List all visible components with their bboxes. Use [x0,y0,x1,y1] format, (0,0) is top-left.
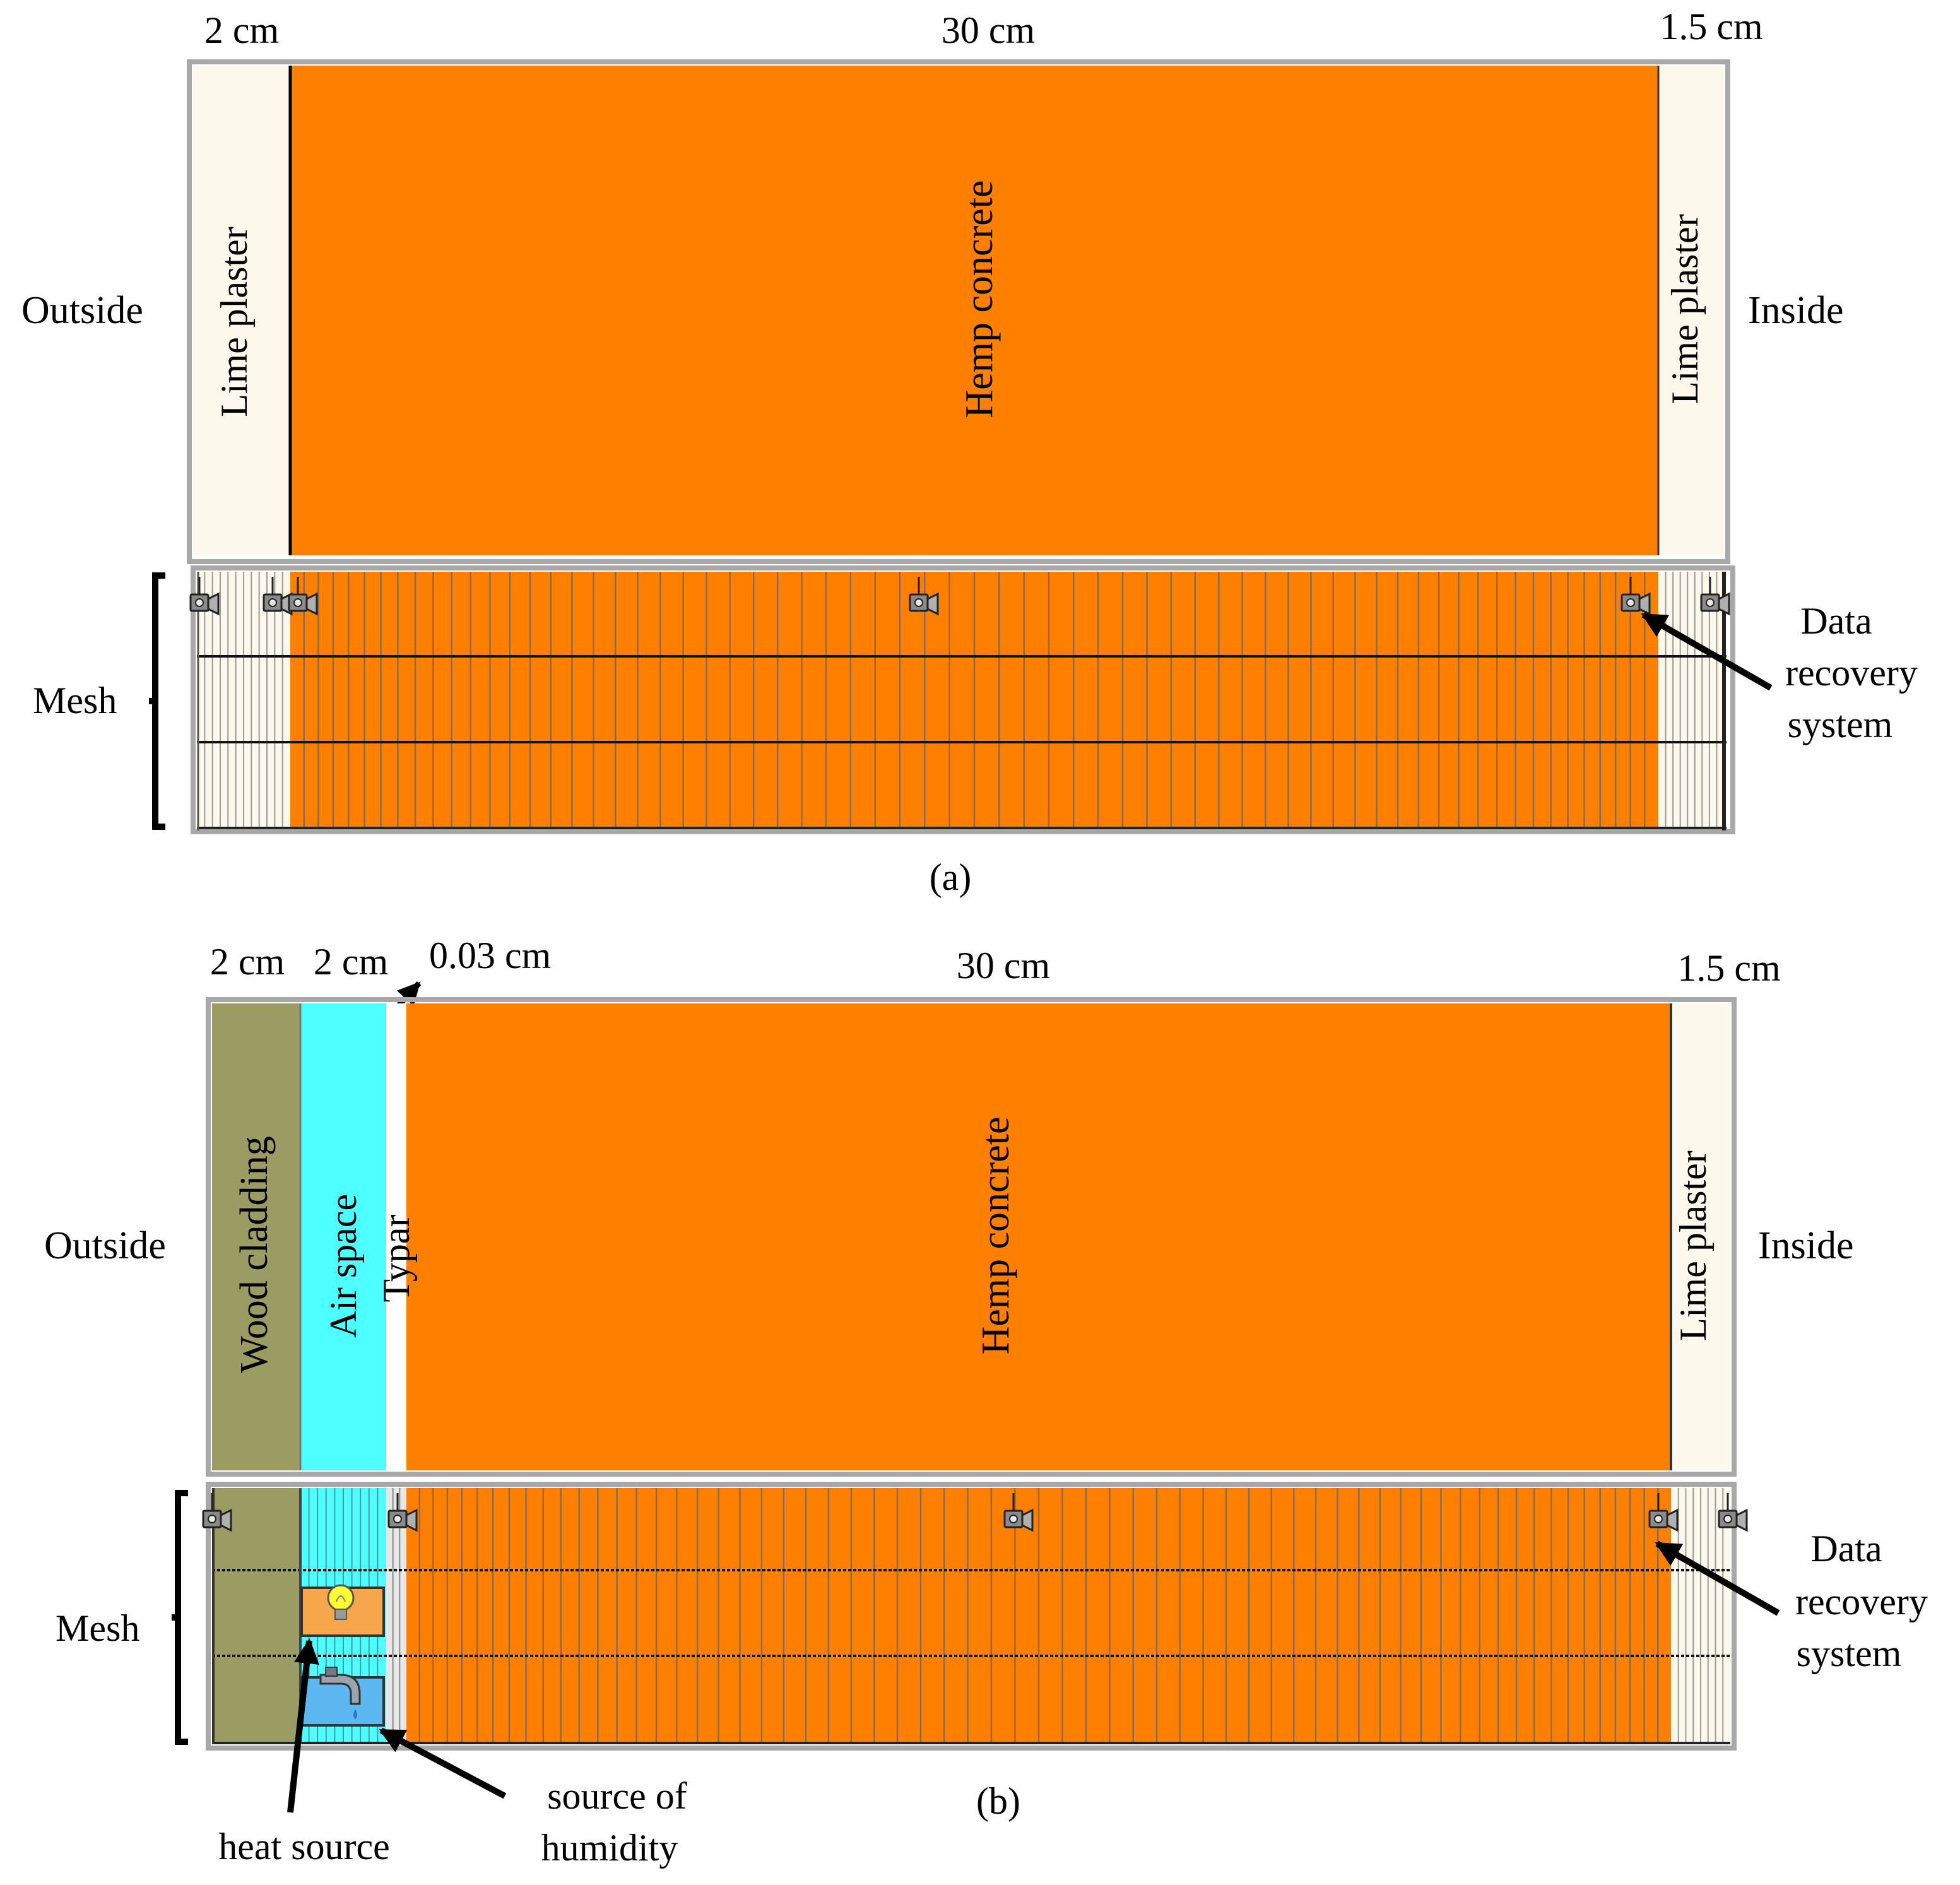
panel-a-layer-label-hemp: Hemp concrete [958,180,1001,418]
heat-source-arrow [287,1638,319,1813]
panel-b-data-recovery-label-1: Data [1810,1528,1882,1569]
heat-source-label: heat source [218,1826,390,1867]
panel-a-mesh [189,565,1735,834]
panel-b-layer-label-inner-plaster: Lime plaster [1672,1150,1714,1341]
humidity-source-label-1: source of [547,1775,687,1817]
panel-a-side-outside: Outside [21,289,143,332]
water-tap-icon [319,1667,361,1719]
panel-a-layer-label-outer-plaster: Lime plaster [213,227,255,417]
panel-a-mesh-bracket [149,572,165,830]
panel-a-wall-section: Lime plaster Hemp concrete Lime plaster [187,59,1730,564]
panel-b-layer-wood [212,1003,300,1470]
panel-a: 2 cm 30 cm 1.5 cm Lime plaster Hemp conc… [21,6,1918,898]
panel-b-layer-label-air: Air space [322,1194,364,1338]
panel-b-side-inside: Inside [1758,1224,1854,1267]
panel-a-frame [187,59,1730,564]
panel-b-mesh-lines [308,1488,1724,1744]
panel-a-mesh-inner-plaster [1658,572,1724,829]
panel-b-layer-label-hemp: Hemp concrete [974,1117,1017,1355]
light-bulb-icon [327,1584,355,1620]
panel-a-data-recovery-label-3: system [1788,704,1893,745]
panel-b-mesh-label: Mesh [56,1607,139,1649]
panel-a-mesh-lines [204,572,1718,829]
panel-b-layer-label-typar: Typar [375,1214,417,1302]
panel-b-wall-section: Wood cladding Air space Typar Hemp concr… [206,997,1737,1477]
panel-b-mesh-typar [386,1488,406,1744]
panel-b-dim-air: 2 cm [314,941,388,983]
panel-b-data-recovery-arrow [1655,1540,1780,1616]
panel-b-layer-air [300,1003,386,1470]
panel-a-dim-inner-plaster: 1.5 cm [1660,6,1762,47]
heat-source [300,1584,385,1637]
panel-a-dim-hemp: 30 cm [942,9,1035,51]
panel-a-mesh-frame [191,565,1735,834]
panel-a-layer-label-inner-plaster: Lime plaster [1664,214,1706,405]
panel-b-mesh [202,1482,1748,1751]
panel-a-data-recovery-arrow [1641,612,1773,691]
panel-b-side-outside: Outside [44,1224,166,1267]
panel-b-layer-hemp [406,1003,1671,1470]
panel-b-dim-typar: 0.03 cm [429,935,551,976]
panel-b-mesh-frame [206,1482,1737,1751]
panel-b: 2 cm 2 cm 0.03 cm 30 cm 1.5 cm Wood clad… [44,935,1928,1869]
panel-a-side-inside: Inside [1748,289,1844,332]
panel-b-layer-typar [386,1003,406,1470]
panel-b-dim-wood: 2 cm [210,941,285,983]
panel-b-data-recovery-label-3: system [1797,1633,1902,1674]
humidity-source-arrow [379,1727,507,1799]
panel-a-dim-outer-plaster: 2 cm [204,9,279,51]
panel-b-dim-hemp: 30 cm [957,945,1050,986]
panel-a-layer-inner-plaster [1658,66,1724,555]
panel-a-mesh-label: Mesh [33,680,117,721]
panel-b-mesh-wood [212,1488,300,1744]
panel-b-layer-inner-plaster [1671,1003,1730,1470]
panel-b-layer-label-wood: Wood cladding [233,1136,276,1373]
panel-b-dim-inner-plaster: 1.5 cm [1677,947,1780,989]
panel-b-frame [206,997,1737,1477]
panel-b-data-recovery-label-2: recovery [1795,1581,1928,1622]
panel-a-data-recovery-label-1: Data [1800,600,1872,642]
panel-b-mesh-bracket [172,1490,188,1745]
panel-a-caption: (a) [930,856,972,898]
panel-b-caption: (b) [976,1780,1020,1822]
humidity-source-label-2: humidity [541,1827,678,1869]
panel-a-data-recovery-label-2: recovery [1785,652,1918,694]
panel-a-layer-outer-plaster [193,66,290,555]
panel-a-layer-hemp [290,66,1658,555]
